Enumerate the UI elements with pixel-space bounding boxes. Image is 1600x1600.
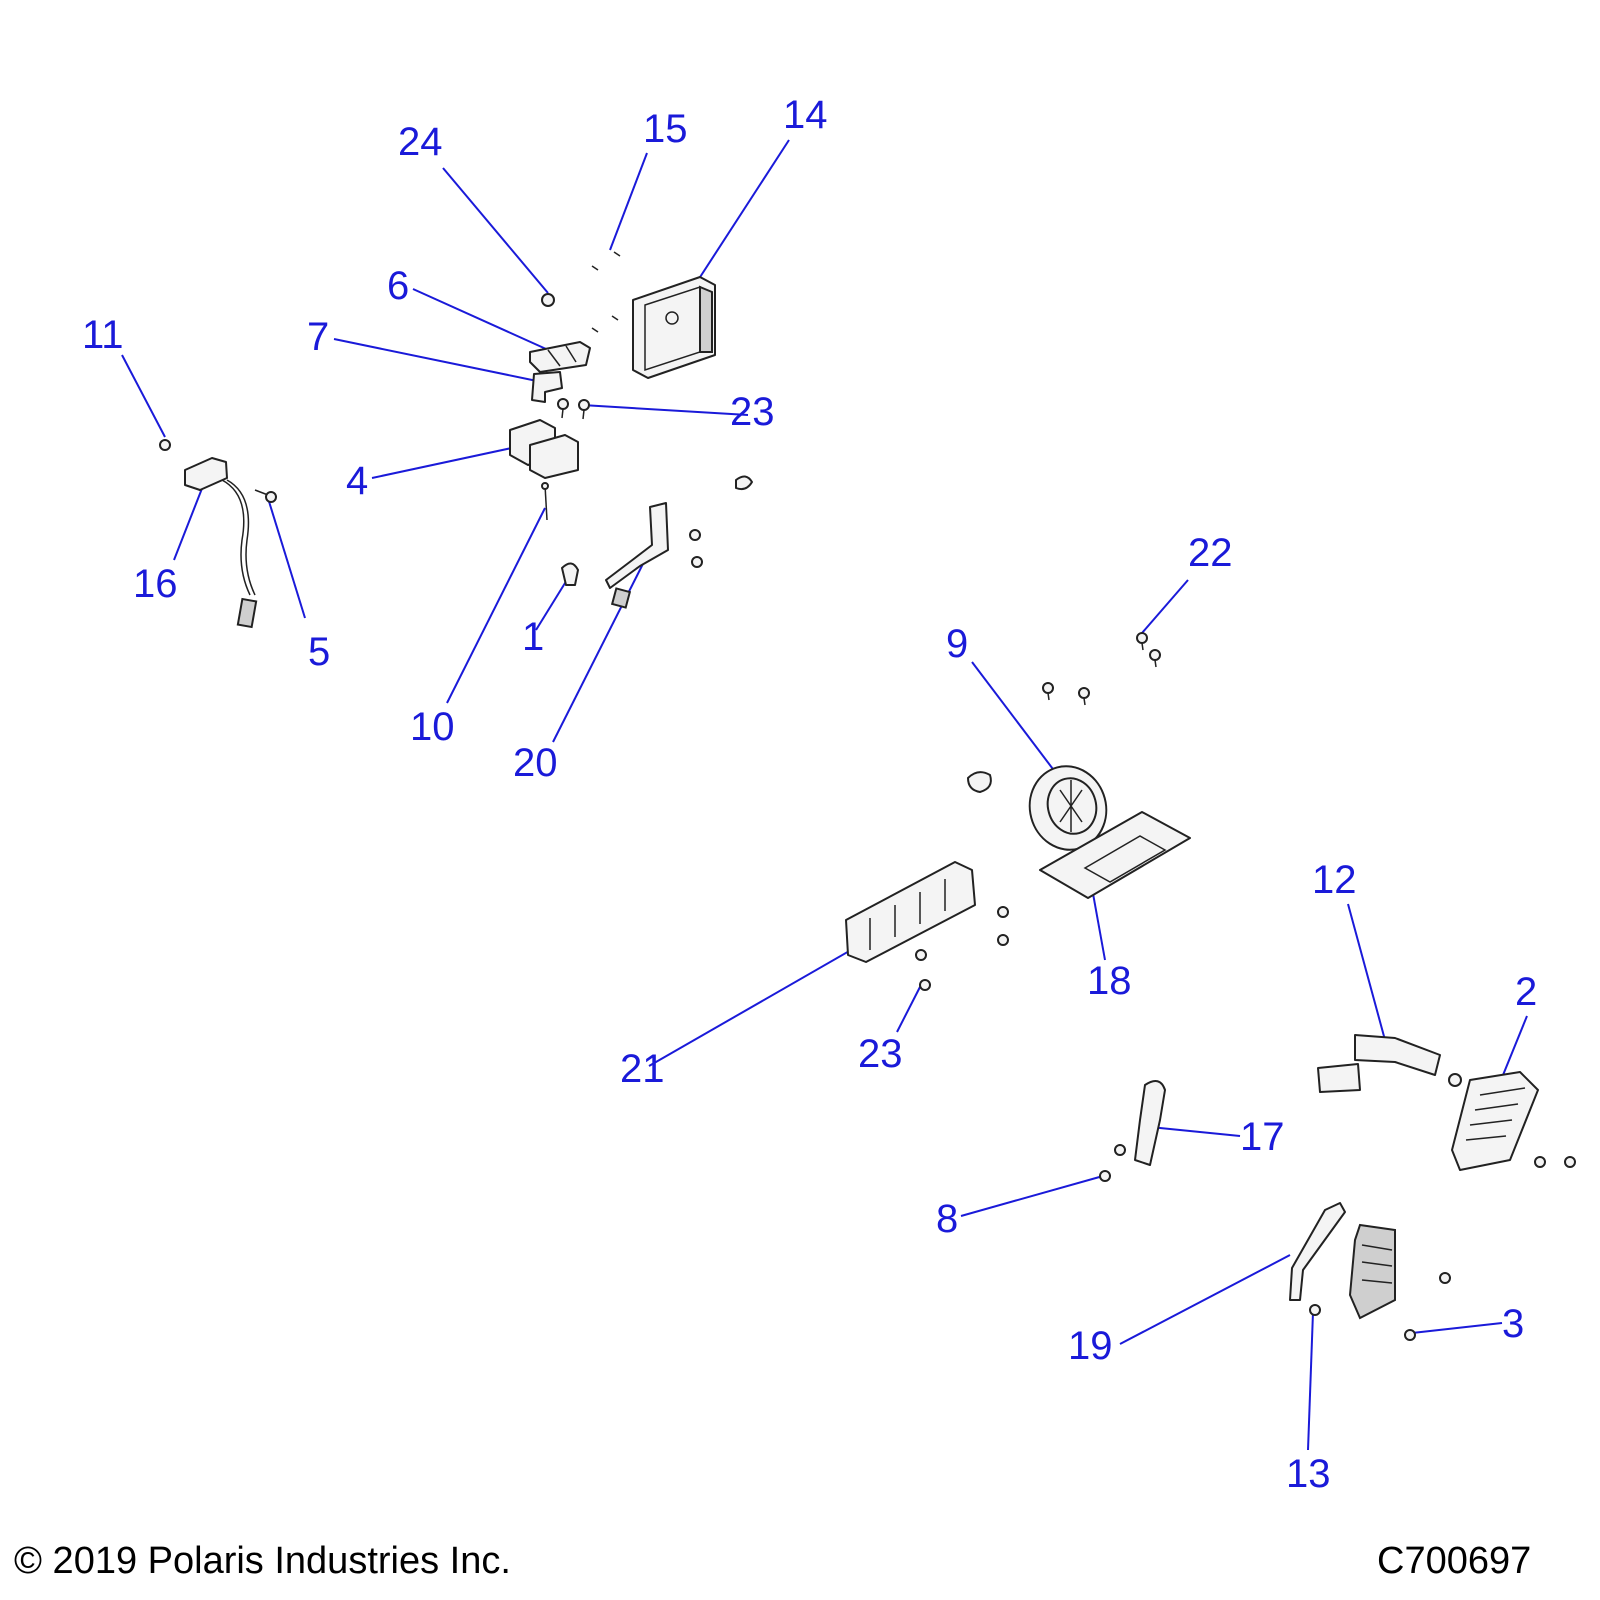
callout-16: 16 [133, 562, 178, 606]
copyright-text: © 2019 Polaris Industries Inc. [14, 1540, 511, 1582]
sensor-harness-16 [184, 457, 258, 629]
callout-2: 2 [1515, 970, 1537, 1014]
bracket-20 [605, 475, 753, 609]
bracket-17 [1114, 1080, 1166, 1166]
screws-23-lower [915, 949, 931, 991]
regulator-lower [1348, 1223, 1451, 1320]
callout-12: 12 [1312, 858, 1357, 902]
screw-13 [1309, 1304, 1321, 1316]
callout-17: 17 [1240, 1115, 1285, 1159]
callout-9: 9 [946, 622, 968, 666]
relay-4 [509, 419, 579, 479]
bracket-19 [1289, 1202, 1346, 1301]
callout-23-lower: 23 [858, 1032, 903, 1076]
plate-18 [1039, 811, 1191, 899]
callout-4: 4 [346, 459, 368, 503]
bracket-12 [1317, 1034, 1462, 1093]
clamp-1 [561, 562, 579, 586]
callout-23-upper: 23 [730, 390, 775, 434]
callout-11: 11 [82, 313, 124, 357]
callout-20: 20 [513, 741, 558, 785]
pin-10 [541, 482, 549, 521]
callout-18: 18 [1087, 959, 1132, 1003]
callout-1: 1 [522, 615, 544, 659]
clip-7 [531, 371, 563, 403]
callout-5: 5 [308, 630, 330, 674]
diagram-code: C700697 [1377, 1540, 1532, 1582]
screws-15 [591, 251, 621, 333]
screw-3 [1404, 1329, 1416, 1341]
callout-22: 22 [1188, 531, 1233, 575]
callout-6: 6 [387, 264, 409, 308]
callout-10: 10 [410, 705, 455, 749]
fuse-block-21 [845, 861, 1009, 963]
screw-8 [1099, 1170, 1111, 1182]
bracket-6 [529, 341, 591, 373]
callout-15: 15 [643, 107, 688, 151]
ecu-module-14 [632, 276, 716, 379]
callout-8: 8 [936, 1197, 958, 1241]
leader-lines [121, 139, 1528, 1451]
nut-24 [541, 293, 555, 307]
screws-22 [1042, 632, 1161, 706]
callout-13: 13 [1286, 1452, 1331, 1496]
callout-7: 7 [307, 315, 329, 359]
callout-3: 3 [1502, 1302, 1524, 1346]
bolt-5 [254, 489, 277, 503]
callout-21: 21 [620, 1047, 665, 1091]
callout-14: 14 [783, 93, 828, 137]
callout-numbers: 1 2 3 4 5 6 7 8 9 10 11 12 13 14 15 16 1… [82, 93, 1537, 1496]
callout-24: 24 [398, 120, 443, 164]
regulator-2 [1451, 1071, 1576, 1171]
fan-9 [967, 765, 1108, 851]
screws-23-upper [557, 398, 590, 420]
callout-19: 19 [1068, 1324, 1113, 1368]
nut-11 [159, 439, 171, 451]
